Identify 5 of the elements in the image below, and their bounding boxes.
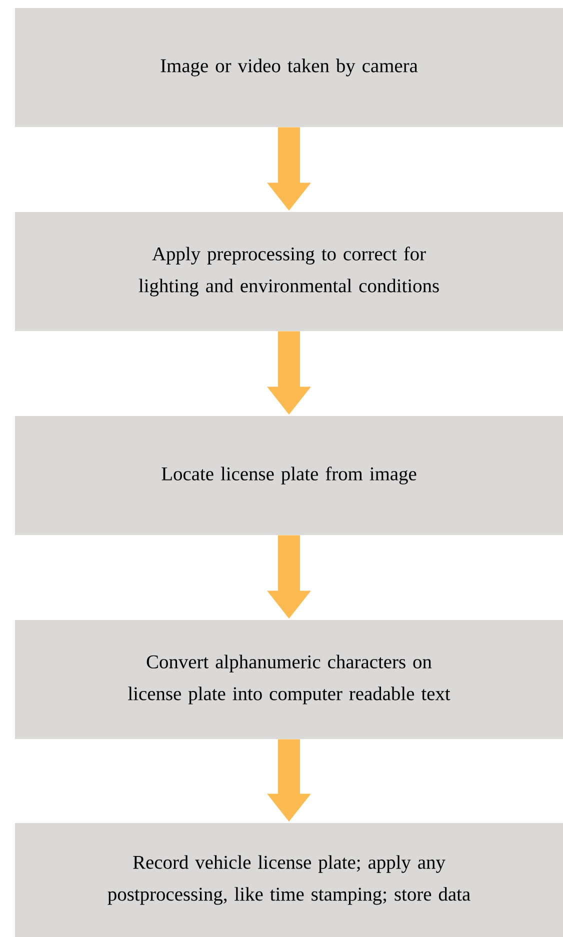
process-box: Record vehicle license plate; apply any postprocessing, like time stamping; store data [15,823,563,937]
process-box: Convert alphanumeric characters on license plate into computer readable text [15,620,563,739]
process-box: Locate license plate from image [15,416,563,535]
process-box: Image or video taken by camera [15,8,563,127]
process-box: Apply preprocessing to correct for lighting and environmental conditions [15,212,563,331]
